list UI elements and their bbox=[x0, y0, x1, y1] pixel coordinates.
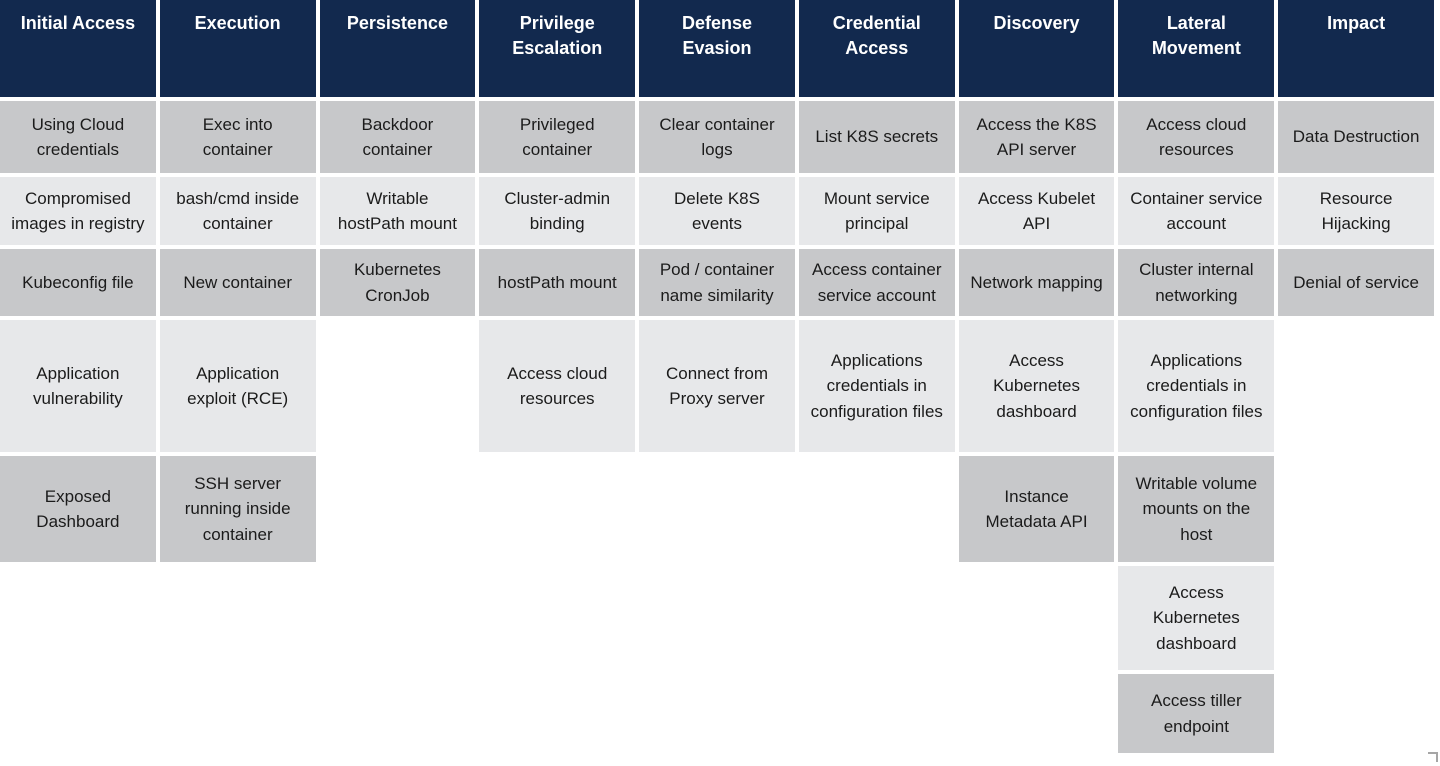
technique-cell-exec-into-container: Exec into container bbox=[159, 101, 316, 173]
table-resize-corner-icon bbox=[1428, 752, 1438, 762]
column-header-credential-access: Credential Access bbox=[798, 0, 955, 97]
technique-cell-access-cloud-resources: Access cloud resources bbox=[1118, 101, 1275, 173]
technique-cell-new-container: New container bbox=[159, 249, 316, 316]
technique-cell-network-mapping: Network mapping bbox=[958, 249, 1115, 316]
technique-cell-bash-cmd-inside-container: bash/cmd inside container bbox=[159, 177, 316, 245]
technique-cell-applications-credentials-in-configuration-files: Applications credentials in configuratio… bbox=[798, 320, 955, 452]
technique-cell-applications-credentials-in-configuration-files: Applications credentials in configuratio… bbox=[1118, 320, 1275, 452]
technique-cell-list-k8s-secrets: List K8S secrets bbox=[798, 101, 955, 173]
column-header-lateral-movement: Lateral Movement bbox=[1118, 0, 1275, 97]
technique-cell-writable-hostpath-mount: Writable hostPath mount bbox=[319, 177, 476, 245]
technique-cell-hostpath-mount: hostPath mount bbox=[479, 249, 636, 316]
technique-cell-mount-service-principal: Mount service principal bbox=[798, 177, 955, 245]
technique-cell-access-the-k8s-api-server: Access the K8S API server bbox=[958, 101, 1115, 173]
column-header-impact: Impact bbox=[1278, 0, 1434, 97]
technique-cell-access-tiller-endpoint: Access tiller endpoint bbox=[1118, 674, 1275, 753]
technique-cell-ssh-server-running-inside-container: SSH server running inside container bbox=[159, 456, 316, 562]
technique-cell-compromised-images-in-registry: Compromised images in registry bbox=[0, 177, 156, 245]
column-header-execution: Execution bbox=[159, 0, 316, 97]
technique-cell-using-cloud-credentials: Using Cloud credentials bbox=[0, 101, 156, 173]
column-header-persistence: Persistence bbox=[319, 0, 476, 97]
technique-cell-denial-of-service: Denial of service bbox=[1278, 249, 1434, 316]
column-header-initial-access: Initial Access bbox=[0, 0, 156, 97]
technique-cell-cluster-admin-binding: Cluster-admin binding bbox=[479, 177, 636, 245]
technique-cell-clear-container-logs: Clear container logs bbox=[639, 101, 795, 173]
technique-cell-cluster-internal-networking: Cluster internal networking bbox=[1118, 249, 1275, 316]
technique-cell-writable-volume-mounts-on-the-host: Writable volume mounts on the host bbox=[1118, 456, 1275, 562]
technique-cell-container-service-account: Container service account bbox=[1118, 177, 1275, 245]
technique-cell-instance-metadata-api: Instance Metadata API bbox=[958, 456, 1115, 562]
technique-cell-application-exploit-rce: Application exploit (RCE) bbox=[159, 320, 316, 452]
technique-cell-connect-from-proxy-server: Connect from Proxy server bbox=[639, 320, 795, 452]
technique-cell-privileged-container: Privileged container bbox=[479, 101, 636, 173]
column-header-privilege-escalation: Privilege Escalation bbox=[479, 0, 636, 97]
technique-cell-kubeconfig-file: Kubeconfig file bbox=[0, 249, 156, 316]
technique-cell-resource-hijacking: Resource Hijacking bbox=[1278, 177, 1434, 245]
technique-cell-access-container-service-account: Access container service account bbox=[798, 249, 955, 316]
technique-cell-access-kubernetes-dashboard: Access Kubernetes dashboard bbox=[958, 320, 1115, 452]
column-header-defense-evasion: Defense Evasion bbox=[639, 0, 795, 97]
technique-cell-data-destruction: Data Destruction bbox=[1278, 101, 1434, 173]
column-header-discovery: Discovery bbox=[958, 0, 1115, 97]
technique-cell-pod-container-name-similarity: Pod / container name similarity bbox=[639, 249, 795, 316]
technique-cell-backdoor-container: Backdoor container bbox=[319, 101, 476, 173]
technique-cell-access-cloud-resources: Access cloud resources bbox=[479, 320, 636, 452]
technique-cell-kubernetes-cronjob: Kubernetes CronJob bbox=[319, 249, 476, 316]
technique-cell-exposed-dashboard: Exposed Dashboard bbox=[0, 456, 156, 562]
technique-cell-access-kubelet-api: Access Kubelet API bbox=[958, 177, 1115, 245]
technique-cell-delete-k8s-events: Delete K8S events bbox=[639, 177, 795, 245]
technique-cell-access-kubernetes-dashboard: Access Kubernetes dashboard bbox=[1118, 566, 1275, 670]
technique-cell-application-vulnerability: Application vulnerability bbox=[0, 320, 156, 452]
